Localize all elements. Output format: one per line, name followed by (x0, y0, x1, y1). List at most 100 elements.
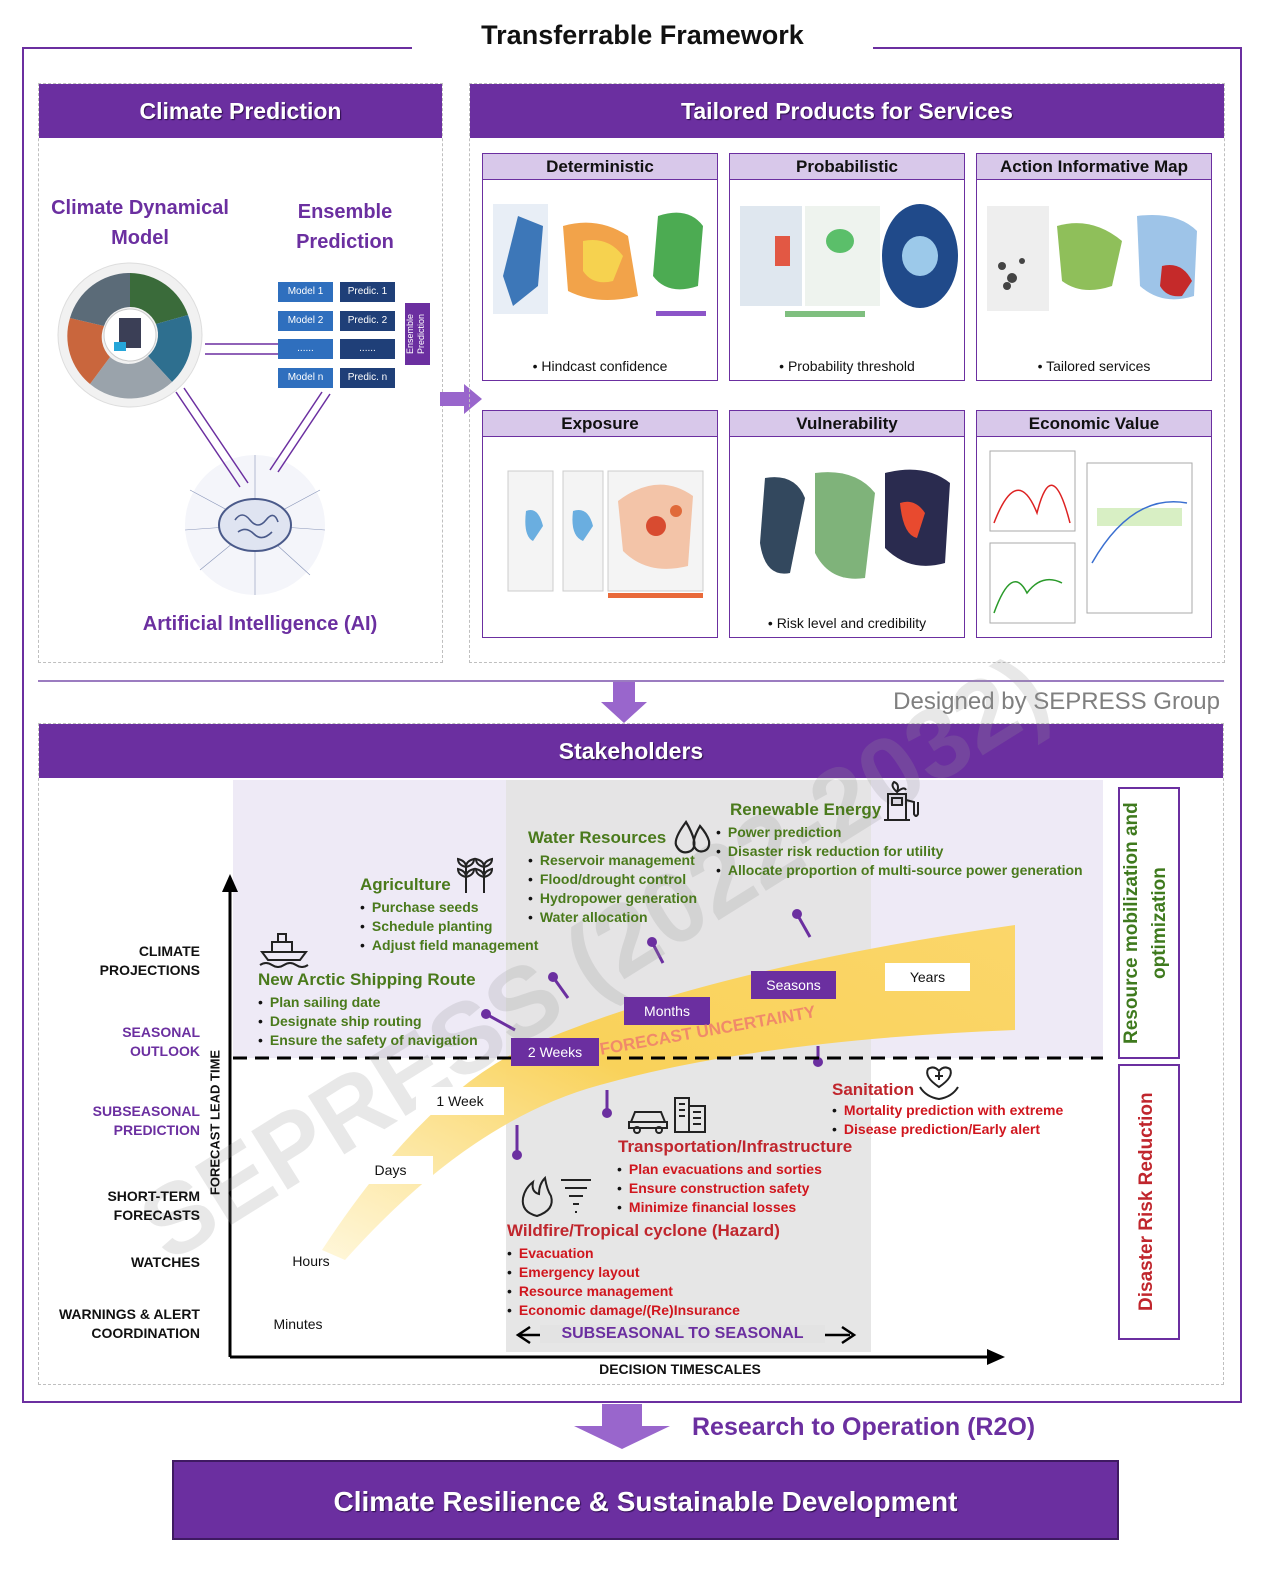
designed-by: Designed by SEPRESS Group (893, 688, 1220, 715)
ship-icon (259, 933, 309, 968)
hazard-item: Economic damage/(Re)Insurance (507, 1301, 747, 1320)
panel-title: Probabilistic (730, 154, 964, 180)
ai-label: Artificial Intelligence (AI) (142, 613, 378, 635)
ylabel-climate-projections: CLIMATE PROJECTIONS (99, 943, 200, 978)
energy-item: Power prediction (716, 823, 1086, 842)
timescale-1-week: 1 Week (416, 1087, 504, 1115)
ylabel-subseasonal-prediction: SUBSEASONAL PREDICTION (92, 1103, 200, 1138)
dynamical-model-label: Climate Dynamical Model (51, 197, 229, 249)
sector-sanitation-title: Sanitation (832, 1080, 915, 1099)
s2s-label: SUBSEASONAL TO SEASONAL (540, 1325, 825, 1343)
sector-energy-list: Power prediction Disaster risk reduction… (716, 823, 1086, 880)
economic-charts (989, 450, 1193, 624)
r2o-down-arrow (574, 1404, 670, 1449)
agriculture-item: Purchase seeds (360, 898, 560, 917)
sector-hazard-list: Evacuation Emergency layout Resource man… (507, 1244, 747, 1320)
deterministic-maps (493, 204, 706, 316)
probabilistic-maps (740, 204, 958, 317)
down-arrow (601, 682, 647, 723)
x-axis-title: DECISION TIMESCALES (599, 1361, 761, 1377)
hazard-item: Resource management (507, 1282, 747, 1301)
transport-item: Ensure construction safety (617, 1179, 847, 1198)
agriculture-item: Adjust field management (360, 936, 560, 955)
sector-transport-title: Transportation/Infrastructure (618, 1137, 853, 1156)
shipping-item: Plan sailing date (258, 993, 508, 1012)
sector-agriculture-list: Purchase seeds Schedule planting Adjust … (360, 898, 560, 955)
ai-brain-network (184, 455, 326, 595)
panel-title: Vulnerability (730, 411, 964, 437)
water-item: Water allocation (528, 908, 728, 927)
water-item: Hydropower generation (528, 889, 728, 908)
panel-caption: • Risk level and credibility (767, 615, 927, 631)
y-axis-title: FORECAST LEAD TIME (207, 1049, 223, 1196)
panel-caption: • Tailored services (1037, 358, 1151, 374)
timescale-days: Days (348, 1156, 433, 1184)
water-item: Reservoir management (528, 851, 728, 870)
shipping-item: Designate ship routing (258, 1012, 508, 1031)
model-1: Model 1 (278, 282, 333, 302)
fuel-pump-leaf-icon (884, 780, 919, 821)
panel-title: Action Informative Map (977, 154, 1211, 180)
outer-frame-top-left (22, 47, 412, 49)
panel-caption: • Hindcast confidence (532, 358, 668, 374)
sector-energy-title: Renewable Energy (730, 800, 882, 819)
transport-item: Plan evacuations and sorties (617, 1160, 847, 1179)
outer-frame-right (1240, 47, 1242, 1403)
action-maps (987, 206, 1197, 311)
sanitation-item: Disease prediction/Early alert (832, 1120, 1092, 1139)
outer-frame-left (22, 47, 24, 1403)
sanitation-item: Mortality prediction with extreme (832, 1101, 1092, 1120)
panel-probabilistic: Probabilistic • Probability threshold (729, 153, 965, 381)
ensemble-label: Ensemble Prediction (296, 201, 394, 253)
wheat-icon (456, 857, 494, 893)
model-2: Model 2 (278, 311, 333, 331)
timescale-months: Months (624, 997, 710, 1025)
ylabel-seasonal-outlook: SEASONAL OUTLOOK (122, 1024, 200, 1059)
right-arrow (440, 384, 482, 414)
ylabel-short-term-forecasts: SHORT-TERM FORECASTS (107, 1188, 200, 1223)
vulnerability-maps (760, 469, 950, 579)
side-box-resource (1118, 787, 1180, 1059)
panel-exposure: Exposure (482, 410, 718, 638)
predic-2: Predic. 2 (340, 311, 395, 331)
predic-ellipsis: ...... (340, 339, 395, 359)
shipping-item: Ensure the safety of navigation (258, 1031, 508, 1050)
sector-sanitation-list: Mortality prediction with extreme Diseas… (832, 1101, 1092, 1139)
ylabel-warnings: WARNINGS & ALERT COORDINATION (58, 1306, 200, 1341)
timescale-minutes: Minutes (273, 1316, 323, 1332)
section-divider (38, 680, 1224, 682)
panel-title: Deterministic (483, 154, 717, 180)
tailored-header: Tailored Products for Services (470, 84, 1224, 138)
energy-item: Allocate proportion of multi-source powe… (716, 861, 1086, 880)
sector-transport-list: Plan evacuations and sorties Ensure cons… (617, 1160, 847, 1217)
model-ellipsis: ...... (278, 339, 333, 359)
panel-caption: • Probability threshold (779, 358, 915, 374)
fire-cyclone-icon (521, 1175, 591, 1218)
panel-vulnerability: Vulnerability • Risk level and credibili… (729, 410, 965, 638)
sector-shipping-title: New Arctic Shipping Route (258, 970, 476, 989)
sector-hazard-title: Wildfire/Tropical cyclone (Hazard) (507, 1221, 780, 1240)
stakeholders-header: Stakeholders (39, 724, 1223, 778)
page-title: Transferrable Framework (481, 20, 804, 50)
model-n: Model n (278, 368, 333, 388)
side-label-drr: Disaster Risk Reduction (1136, 1092, 1157, 1312)
health-care-hands-icon (919, 1066, 959, 1101)
climate-prediction-header: Climate Prediction (39, 84, 442, 138)
ylabel-watches: WATCHES (131, 1254, 200, 1270)
panel-action-informative-map: Action Informative Map • Tailored servic… (976, 153, 1212, 381)
panel-title: Exposure (483, 411, 717, 437)
tailored-products-box (469, 83, 1225, 663)
hazard-item: Emergency layout (507, 1263, 747, 1282)
sector-shipping-list: Plan sailing date Designate ship routing… (258, 993, 508, 1050)
outer-frame-bottom (22, 1401, 1242, 1403)
bottom-banner: Climate Resilience & Sustainable Develop… (172, 1460, 1119, 1540)
predic-n: Predic. n (340, 368, 395, 388)
side-box-drr (1118, 1064, 1180, 1340)
energy-item: Disaster risk reduction for utility (716, 842, 1086, 861)
climate-model-wheel (57, 262, 203, 408)
model-rows: Model 1 Predic. 1 Model 2 Predic. 2 ....… (278, 282, 430, 392)
panel-deterministic: Deterministic • Hindcast confidence (482, 153, 718, 381)
panel-title: Economic Value (977, 411, 1211, 437)
predic-1: Predic. 1 (340, 282, 395, 302)
timescale-hours: Hours (292, 1253, 330, 1269)
